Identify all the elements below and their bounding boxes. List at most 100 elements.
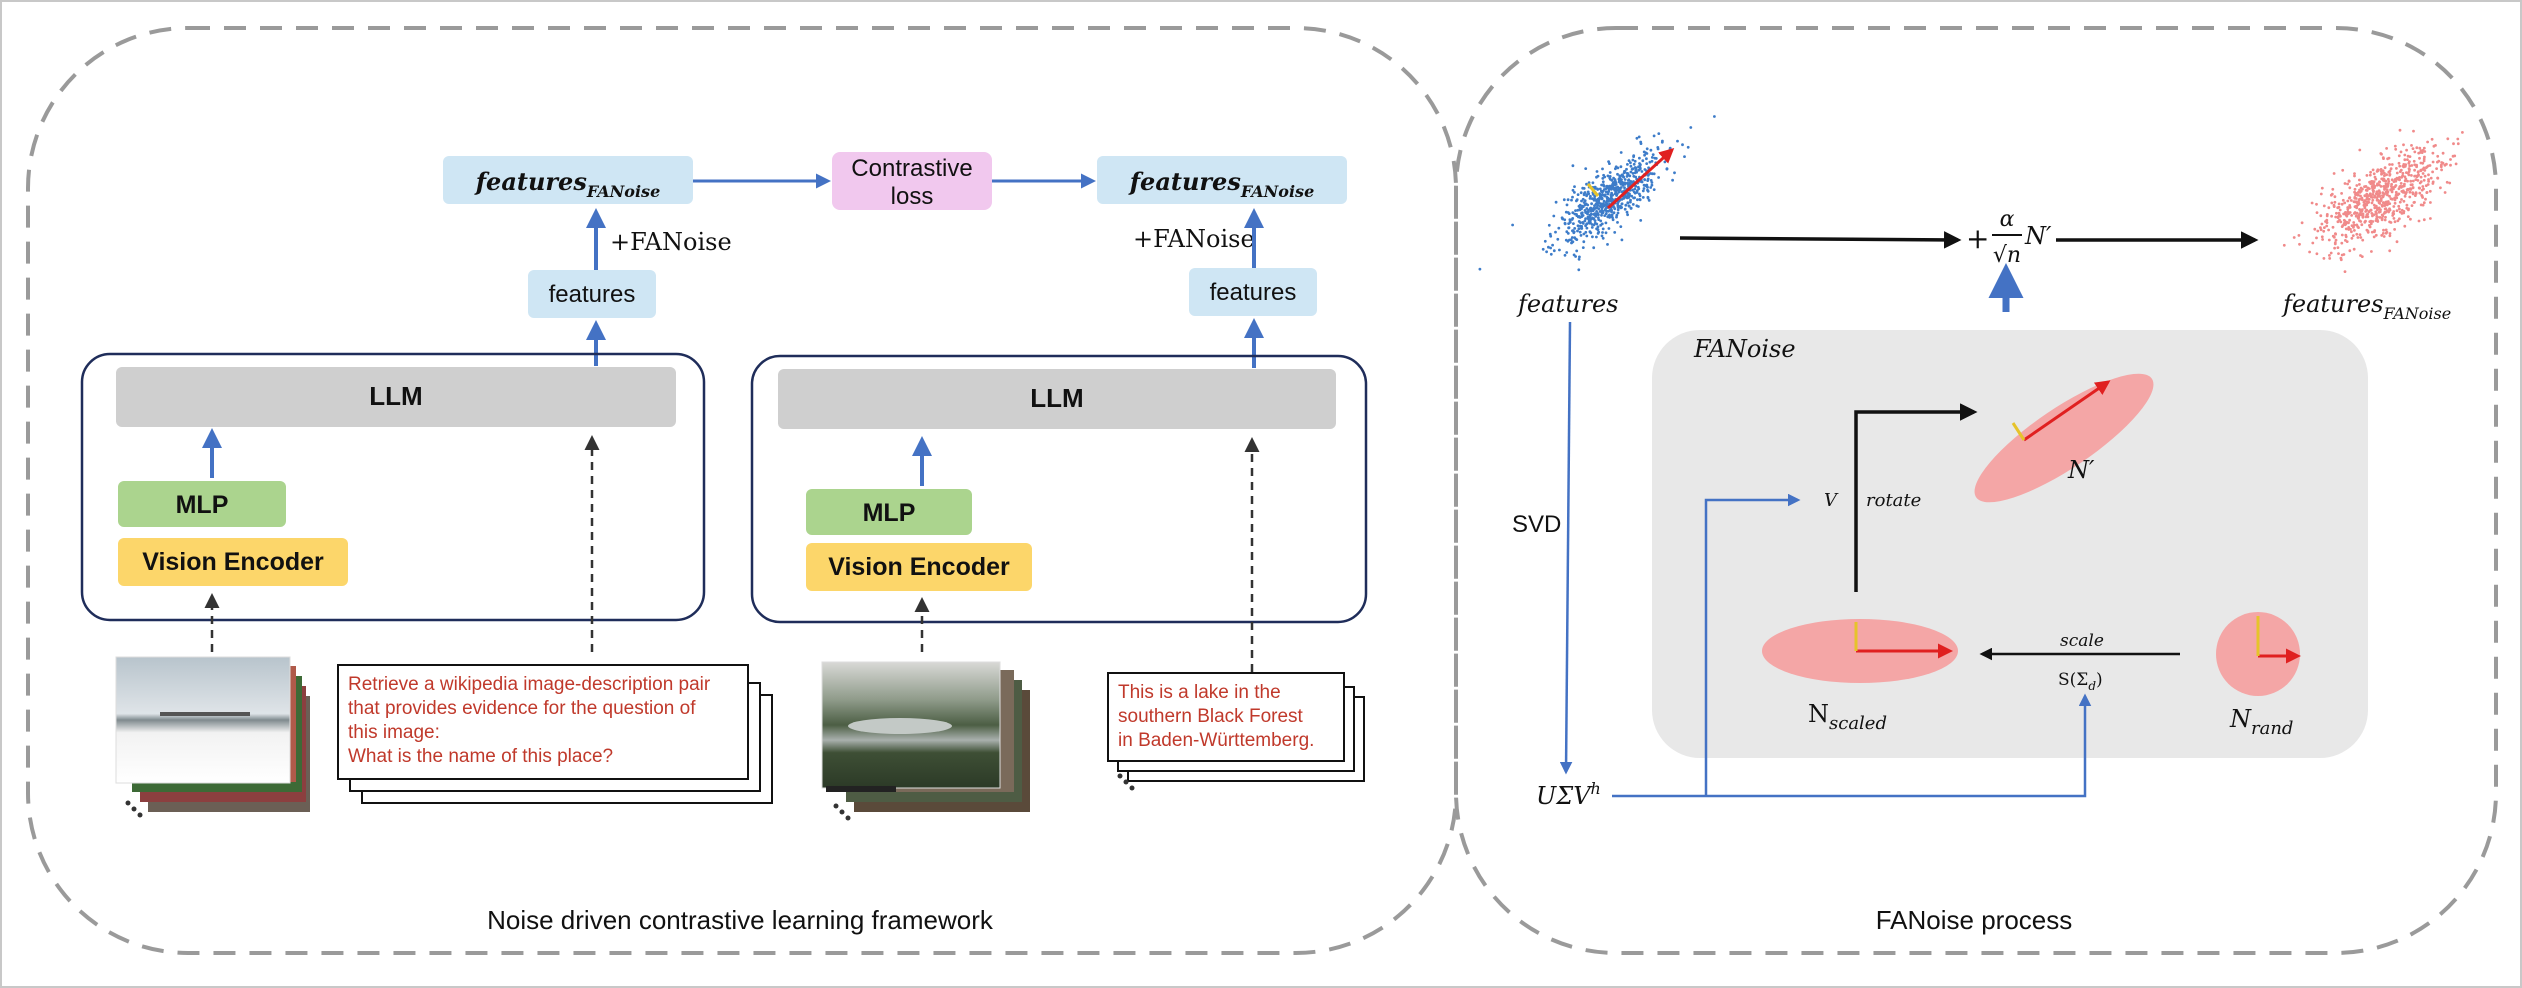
scatter-point [1577, 257, 1581, 261]
scatter-point [2370, 212, 2374, 215]
scatter-point [2397, 161, 2401, 165]
scatter-point [2399, 150, 2403, 154]
scatter-point [1593, 221, 1597, 225]
scatter-point [1568, 218, 1572, 222]
scatter-point [2315, 211, 2319, 215]
scatter-point [2422, 178, 2426, 182]
scatter-point [2333, 242, 2337, 246]
scatter-point [2392, 180, 2396, 184]
scatter-point [1596, 216, 1600, 220]
scatter-point [2348, 206, 2352, 209]
s-sigma-label: S(Σd) [2058, 670, 2103, 693]
scatter-point [2395, 171, 2399, 175]
scatter-point [1621, 183, 1625, 187]
scatter-point [2405, 148, 2409, 152]
scatter-point [2437, 159, 2441, 163]
scatter-point [1585, 207, 1589, 210]
scatter-point [1605, 209, 1608, 213]
scatter-point [2405, 203, 2409, 207]
formula-n-prime: N′ [2024, 222, 2052, 250]
llm-left-label: LLM [369, 381, 422, 411]
scatter-point [2319, 226, 2322, 230]
scatter-point [1607, 190, 1611, 193]
scatter-point [2386, 209, 2389, 213]
vision-encoder-right-label: Vision Encoder [828, 553, 1010, 581]
scatter-point [1581, 246, 1585, 250]
scatter-point [2341, 224, 2345, 227]
scatter-point [1632, 190, 1636, 194]
scatter-point [2398, 207, 2401, 211]
scatter-point [1580, 204, 1584, 208]
scatter-point [1605, 184, 1609, 188]
scatter-point [1548, 232, 1552, 236]
scatter-point [1593, 194, 1597, 198]
scatter-point [1642, 150, 1646, 154]
scatter-point [2422, 187, 2425, 191]
scatter-point [2346, 182, 2350, 186]
scatter-point [1650, 181, 1654, 184]
scatter-point [2346, 207, 2350, 211]
scatter-point [2319, 228, 2323, 232]
scatter-point [2348, 249, 2352, 253]
scatter-point [2366, 186, 2370, 190]
scatter-point [2344, 227, 2348, 231]
scatter-point [1585, 234, 1589, 238]
scatter-point [1628, 181, 1631, 185]
scatter-point [2388, 207, 2391, 211]
n-rand-label: Nrand [2229, 705, 2293, 739]
fanoise-process-panel [1454, 26, 2498, 955]
llm-right-box: LLM [778, 369, 1336, 429]
scatter-point [2441, 151, 2445, 155]
svd-label: SVD [1512, 511, 1561, 538]
scatter-point [1587, 210, 1590, 214]
scatter-point [2373, 195, 2377, 199]
scatter-point [2393, 185, 2397, 189]
scatter-point [2358, 148, 2362, 152]
scatter-point [1578, 224, 1582, 228]
scatter-point [1561, 217, 1564, 221]
scatter-point [2352, 223, 2356, 227]
scatter-point [2377, 168, 2380, 172]
scatter-point [2400, 185, 2403, 189]
scatter-point [1589, 209, 1593, 213]
scatter-point [2353, 172, 2356, 176]
scatter-point [1558, 248, 1561, 252]
doc-image-stack [821, 661, 1030, 821]
scatter-point [2412, 159, 2416, 163]
scatter-point [2352, 247, 2356, 251]
features-right-label: features [1210, 279, 1297, 306]
scatter-point [1646, 185, 1649, 189]
scatter-point [2364, 185, 2368, 188]
scatter-point [2390, 184, 2393, 188]
scatter-point [2360, 223, 2364, 227]
scatter-point [1596, 188, 1600, 191]
scatter-point [2355, 201, 2359, 205]
scatter-point [1608, 175, 1612, 178]
scatter-point [1587, 181, 1591, 185]
scatter-point [1570, 240, 1574, 244]
scatter-point [1608, 171, 1612, 174]
scatter-point [2344, 211, 2347, 214]
scatter-point [1622, 175, 1626, 179]
scatter-point [2349, 199, 2353, 202]
svg-text:featuresFANoise: featuresFANoise [1128, 167, 1315, 201]
scatter-point [2428, 189, 2432, 193]
scatter-point [2315, 252, 2319, 256]
scatter-point [2404, 192, 2408, 196]
scatter-point [1613, 207, 1617, 211]
scatter-point [2393, 196, 2397, 200]
scatter-point [1595, 235, 1598, 239]
scatter-point [1570, 198, 1573, 202]
scatter-point [1638, 162, 1641, 165]
scatter-point [1566, 239, 1570, 243]
scatter-point [2315, 236, 2318, 240]
scatter-point [1582, 240, 1586, 244]
scatter-point [2426, 140, 2430, 144]
scatter-point [1549, 246, 1552, 250]
scatter-point [2411, 192, 2415, 196]
scatter-point [2328, 257, 2332, 260]
scatter-point [2415, 165, 2419, 169]
scatter-point [1605, 203, 1609, 207]
scatter-point [1608, 162, 1611, 166]
scatter-point [2358, 178, 2361, 182]
